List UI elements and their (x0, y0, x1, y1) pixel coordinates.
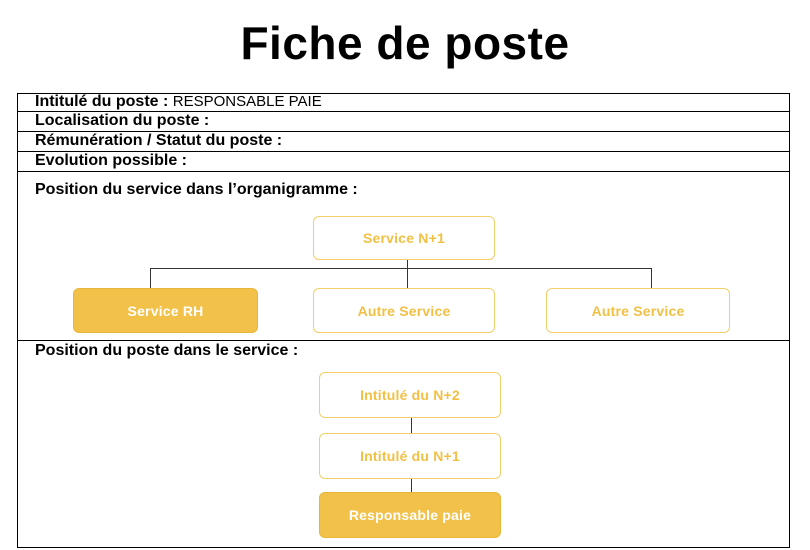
row-remuneration: Rémunération / Statut du poste : (17, 132, 790, 152)
org-connector-left (150, 268, 151, 289)
job-sheet-frame (17, 93, 790, 548)
evolution-label: Evolution possible : (35, 152, 188, 169)
intitule-value: RESPONSABLE PAIE (172, 93, 322, 110)
org-connector-right (651, 268, 652, 289)
org-box-autre-service-1: Autre Service (313, 288, 495, 333)
intitule-label: Intitulé du poste : (35, 93, 169, 110)
service-box-n2: Intitulé du N+2 (319, 372, 501, 418)
org-connector-horizontal (150, 268, 652, 269)
section-organigramme: Position du service dans l’organigramme … (17, 172, 790, 340)
section-service: Position du poste dans le service : (17, 341, 790, 547)
row-evolution: Evolution possible : (17, 152, 790, 172)
org-box-autre-service-2: Autre Service (546, 288, 730, 333)
section-divider (17, 340, 790, 341)
org-heading: Position du service dans l’organigramme … (35, 181, 358, 198)
service-box-responsable-paie: Responsable paie (319, 492, 501, 538)
service-connector-1 (411, 418, 412, 434)
localisation-label: Localisation du poste : (35, 112, 210, 129)
service-box-n1: Intitulé du N+1 (319, 433, 501, 479)
org-box-service-n1: Service N+1 (313, 216, 495, 260)
row-localisation: Localisation du poste : (17, 112, 790, 132)
service-heading: Position du poste dans le service : (35, 342, 299, 359)
service-connector-2 (411, 479, 412, 493)
org-box-service-rh: Service RH (73, 288, 258, 333)
org-connector-vertical (407, 260, 408, 289)
row-intitule: Intitulé du poste : RESPONSABLE PAIE (17, 93, 790, 112)
remuneration-label: Rémunération / Statut du poste : (35, 132, 283, 149)
page-title: Fiche de poste (240, 17, 570, 69)
